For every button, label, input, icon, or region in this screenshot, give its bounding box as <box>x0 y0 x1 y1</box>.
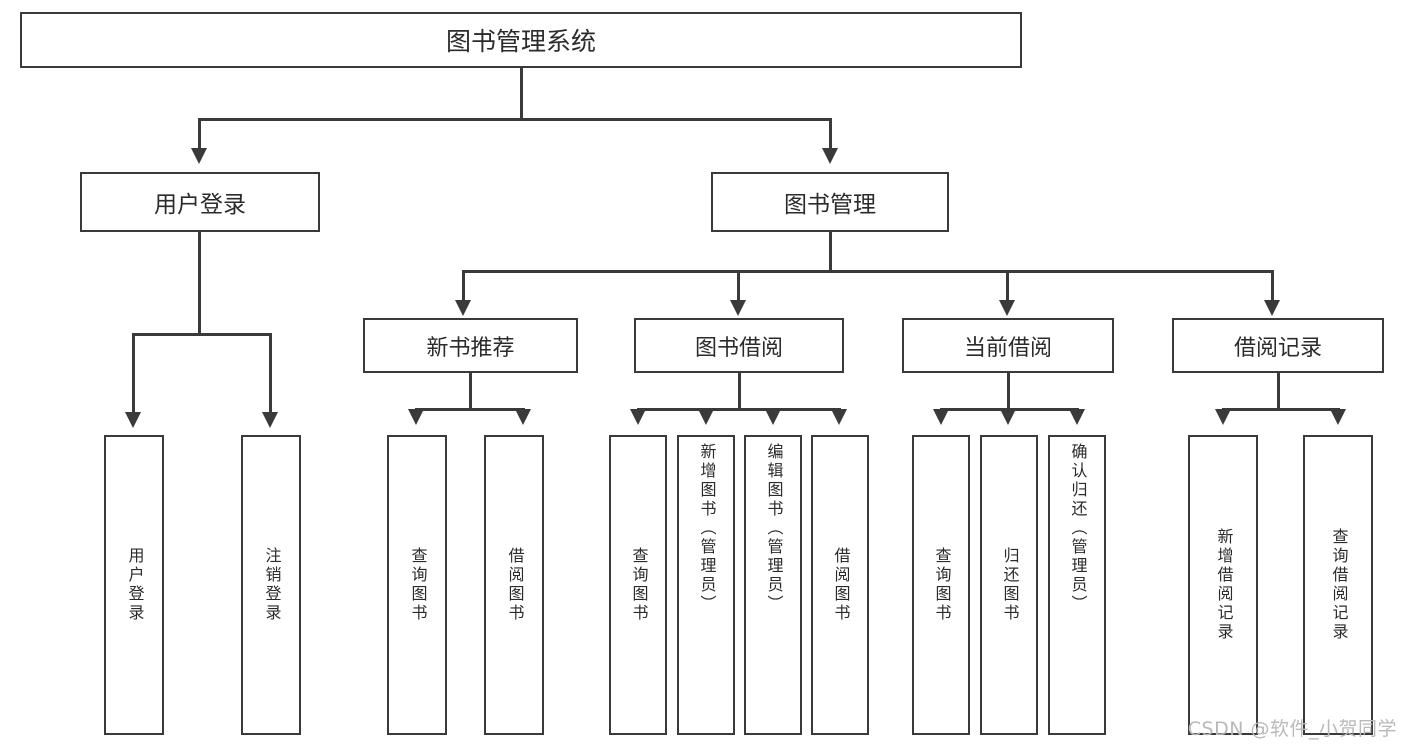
node-label: 借阅记录 <box>1233 335 1322 361</box>
node-label: 查询借阅记录 <box>1329 528 1349 642</box>
arrowhead-br-child-2 <box>1330 409 1346 425</box>
arrowhead-bm-child-2 <box>730 300 746 316</box>
node-label: 查询图书 <box>932 547 952 623</box>
connector-user-login-stem <box>198 232 201 335</box>
connector-user-login-child-2 <box>269 333 272 415</box>
connector-bm-child-1 <box>462 270 465 302</box>
arrowhead-cb-child-3 <box>1069 409 1085 425</box>
arrowhead-bb-child-3 <box>765 409 781 425</box>
leaf-bb-add-book-admin[interactable]: 新增图书（管理员） <box>677 435 735 735</box>
node-label: 当前借阅 <box>963 335 1052 361</box>
node-current-borrow[interactable]: 当前借阅 <box>902 318 1114 373</box>
leaf-logout[interactable]: 注销登录 <box>241 435 301 735</box>
connector-book-management-stem <box>829 232 832 272</box>
connector-bm-child-2 <box>737 270 740 302</box>
csdn-watermark: CSDN @软件_小贺同学 <box>1187 718 1397 740</box>
leaf-cb-return-book[interactable]: 归还图书 <box>980 435 1038 735</box>
node-label: 编辑图书（管理员） <box>764 443 784 614</box>
node-label: 图书管理 <box>784 192 876 218</box>
node-book-borrow[interactable]: 图书借阅 <box>634 318 844 373</box>
leaf-bb-borrow-book[interactable]: 借阅图书 <box>811 435 869 735</box>
node-label: 注销登录 <box>262 547 282 623</box>
connector-nbr-stem <box>469 373 472 410</box>
connector-bm-child-3 <box>1006 270 1009 302</box>
arrowhead-bm-child-1 <box>455 300 471 316</box>
node-label: 用户登录 <box>154 192 246 218</box>
connector-bb-bar <box>637 408 840 411</box>
arrowhead-bb-child-2 <box>698 409 714 425</box>
arrowhead-to-book-management <box>822 148 838 164</box>
arrowhead-user-login-child-2 <box>262 412 278 428</box>
node-label: 确认归还（管理员） <box>1068 443 1088 614</box>
connector-root-stem <box>520 68 523 120</box>
connector-nbr-bar <box>415 408 525 411</box>
arrowhead-to-user-login <box>191 148 207 164</box>
node-label: 图书借阅 <box>694 335 783 361</box>
node-label: 新增借阅记录 <box>1214 528 1234 642</box>
leaf-user-login[interactable]: 用户登录 <box>104 435 164 735</box>
leaf-br-add-record[interactable]: 新增借阅记录 <box>1188 435 1258 735</box>
arrowhead-cb-child-1 <box>933 409 949 425</box>
node-label: 新增图书（管理员） <box>697 443 717 614</box>
node-label: 查询图书 <box>408 547 428 623</box>
node-new-book-recommend[interactable]: 新书推荐 <box>363 318 578 373</box>
node-borrow-record[interactable]: 借阅记录 <box>1172 318 1384 373</box>
leaf-nbr-query-book[interactable]: 查询图书 <box>387 435 447 735</box>
arrowhead-br-child-1 <box>1215 409 1231 425</box>
arrowhead-bm-child-3 <box>999 300 1015 316</box>
arrowhead-bb-child-4 <box>831 409 847 425</box>
leaf-bb-query-book[interactable]: 查询图书 <box>609 435 667 735</box>
connector-bb-stem <box>738 373 741 410</box>
connector-user-login-child-1 <box>132 333 135 415</box>
arrowhead-nbr-child-1 <box>408 409 424 425</box>
node-label: 图书管理系统 <box>445 27 596 56</box>
node-book-management[interactable]: 图书管理 <box>711 172 949 232</box>
node-label: 新书推荐 <box>426 335 515 361</box>
arrowhead-bm-child-4 <box>1264 300 1280 316</box>
connector-root-to-user-login <box>198 118 201 150</box>
connector-bm-child-4 <box>1271 270 1274 302</box>
leaf-bb-edit-book-admin[interactable]: 编辑图书（管理员） <box>744 435 802 735</box>
arrowhead-bb-child-1 <box>630 409 646 425</box>
connector-br-bar <box>1222 408 1340 411</box>
node-label: 借阅图书 <box>505 547 525 623</box>
leaf-br-query-record[interactable]: 查询借阅记录 <box>1303 435 1373 735</box>
connector-root-to-book-management <box>829 118 832 150</box>
arrowhead-user-login-child-1 <box>125 412 141 428</box>
leaf-cb-query-book[interactable]: 查询图书 <box>912 435 970 735</box>
connector-br-stem <box>1277 373 1280 410</box>
node-label: 用户登录 <box>125 547 145 623</box>
connector-root-bar <box>198 118 832 121</box>
node-label: 借阅图书 <box>831 547 851 623</box>
node-label: 查询图书 <box>629 547 649 623</box>
connector-cb-stem <box>1007 373 1010 410</box>
arrowhead-cb-child-2 <box>1000 409 1016 425</box>
node-user-login[interactable]: 用户登录 <box>80 172 320 232</box>
node-root-book-management-system[interactable]: 图书管理系统 <box>20 12 1022 68</box>
node-label: 归还图书 <box>1000 547 1020 623</box>
connector-user-login-bar <box>132 333 272 336</box>
leaf-nbr-borrow-book[interactable]: 借阅图书 <box>484 435 544 735</box>
connector-book-management-bar <box>462 270 1274 273</box>
leaf-cb-confirm-return-admin[interactable]: 确认归还（管理员） <box>1048 435 1106 735</box>
arrowhead-nbr-child-2 <box>515 409 531 425</box>
